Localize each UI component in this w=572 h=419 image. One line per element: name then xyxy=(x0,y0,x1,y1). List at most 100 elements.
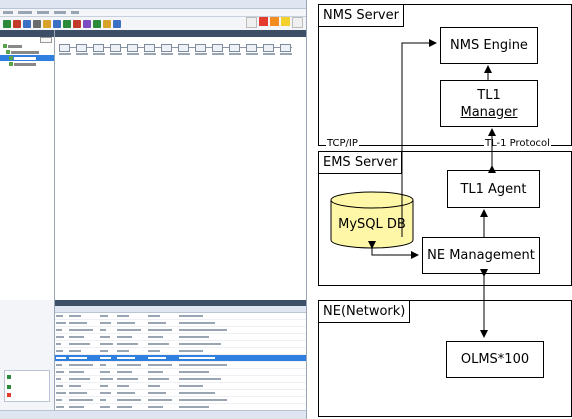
topology-node-caption xyxy=(76,53,88,55)
olms-box: OLMS*100 xyxy=(446,341,544,378)
event-row[interactable] xyxy=(55,313,306,320)
topology-node[interactable] xyxy=(144,44,155,52)
event-row[interactable] xyxy=(55,390,306,397)
event-row[interactable] xyxy=(55,341,306,348)
toolbar-icon[interactable] xyxy=(53,20,61,28)
menu-item[interactable] xyxy=(71,11,79,14)
tree-item[interactable] xyxy=(0,49,54,55)
network-node-icon xyxy=(6,50,10,54)
status-icon xyxy=(7,385,11,389)
tree-item-selected[interactable] xyxy=(0,55,54,61)
nms-engine-box: NMS Engine xyxy=(440,27,538,64)
status-icon xyxy=(7,393,11,397)
alarm-indicator[interactable] xyxy=(292,17,303,28)
menu-bar xyxy=(0,9,306,17)
topology-node[interactable] xyxy=(178,44,189,52)
column-header[interactable] xyxy=(147,306,178,312)
event-pane-header xyxy=(55,300,306,306)
status-icon xyxy=(7,375,11,379)
topology-node[interactable] xyxy=(76,44,87,52)
toolbar-icon[interactable] xyxy=(113,20,121,28)
column-header[interactable] xyxy=(55,306,68,312)
tree-item[interactable] xyxy=(0,61,54,67)
column-header[interactable] xyxy=(178,306,306,312)
topology-node[interactable] xyxy=(127,44,138,52)
event-row[interactable] xyxy=(55,327,306,334)
event-row[interactable] xyxy=(55,348,306,355)
event-row[interactable] xyxy=(55,320,306,327)
event-row[interactable] xyxy=(55,369,306,376)
toolbar-icon[interactable] xyxy=(63,20,71,28)
toolbar-icon[interactable] xyxy=(33,20,41,28)
menu-item[interactable] xyxy=(54,11,66,14)
db-nemgmt-arrow xyxy=(368,241,419,259)
toolbar-icon[interactable] xyxy=(93,20,101,28)
topology-node[interactable] xyxy=(263,44,274,52)
toolbar-icon[interactable] xyxy=(23,20,31,28)
toolbar-icon[interactable] xyxy=(3,20,11,28)
topology-node-caption xyxy=(280,53,292,55)
topology-node[interactable] xyxy=(246,44,257,52)
window-title-bar xyxy=(0,0,306,9)
topology-node[interactable] xyxy=(161,44,172,52)
event-row[interactable] xyxy=(55,376,306,383)
topology-node[interactable] xyxy=(280,44,291,52)
tl1-protocol-label: TL-1 Protocol xyxy=(484,138,551,149)
topology-node-caption xyxy=(127,53,139,55)
column-header[interactable] xyxy=(68,306,99,312)
toolbar-icon[interactable] xyxy=(73,20,81,28)
topology-node[interactable] xyxy=(59,44,70,52)
topology-map xyxy=(59,44,299,94)
event-row-selected[interactable] xyxy=(55,355,306,362)
alarm-indicator-major[interactable] xyxy=(270,17,279,26)
event-table-header xyxy=(55,306,306,313)
tree-item[interactable] xyxy=(0,43,54,49)
topology-node[interactable] xyxy=(93,44,104,52)
topology-node[interactable] xyxy=(110,44,121,52)
topology-node-caption xyxy=(212,53,224,55)
nms-server-label: NMS Server xyxy=(319,5,404,27)
topology-view xyxy=(55,30,306,300)
alarm-indicator-minor[interactable] xyxy=(281,17,290,26)
status-bar xyxy=(0,410,306,419)
topology-node[interactable] xyxy=(229,44,240,52)
event-row[interactable] xyxy=(55,383,306,390)
nms-engine-label: NMS Engine xyxy=(450,38,528,53)
ne-management-label: NE Management xyxy=(427,248,535,263)
menu-item[interactable] xyxy=(3,11,13,14)
topology-node[interactable] xyxy=(212,44,223,52)
topology-node-caption xyxy=(263,53,275,55)
topology-node-caption xyxy=(110,53,122,55)
toolbar-icon[interactable] xyxy=(103,20,111,28)
event-row[interactable] xyxy=(55,334,306,341)
column-header[interactable] xyxy=(99,306,116,312)
tl1-manager-label-line2: Manager xyxy=(460,104,518,120)
tcp-ip-arrow xyxy=(401,39,437,237)
search-button[interactable] xyxy=(40,37,52,43)
network-node-icon xyxy=(9,56,13,60)
toolbar-icon[interactable] xyxy=(43,20,51,28)
alarm-indicator[interactable] xyxy=(246,17,257,28)
network-node-icon xyxy=(9,62,13,66)
event-row[interactable] xyxy=(55,397,306,404)
alarm-indicator-critical[interactable] xyxy=(259,17,268,26)
menu-item[interactable] xyxy=(37,11,49,14)
toolbar-icon[interactable] xyxy=(13,20,21,28)
column-header[interactable] xyxy=(116,306,147,312)
summary-box xyxy=(4,370,50,402)
topology-node-caption xyxy=(178,53,190,55)
topology-node-caption xyxy=(144,53,156,55)
ems-server-label: EMS Server xyxy=(319,152,403,174)
toolbar-icon[interactable] xyxy=(83,20,91,28)
nms-server-region: NMS Server xyxy=(318,4,572,146)
menu-item[interactable] xyxy=(18,11,32,14)
event-row[interactable] xyxy=(55,362,306,369)
network-node-icon xyxy=(3,44,7,48)
mysql-db-cylinder xyxy=(330,191,414,249)
tree-pane-header xyxy=(0,30,54,37)
topology-node[interactable] xyxy=(195,44,206,52)
ne-network-label: NE(Network) xyxy=(319,301,411,323)
topology-node-caption xyxy=(161,53,173,55)
tree-search[interactable] xyxy=(0,37,54,43)
mysql-db-label: MySQL DB xyxy=(338,217,406,232)
